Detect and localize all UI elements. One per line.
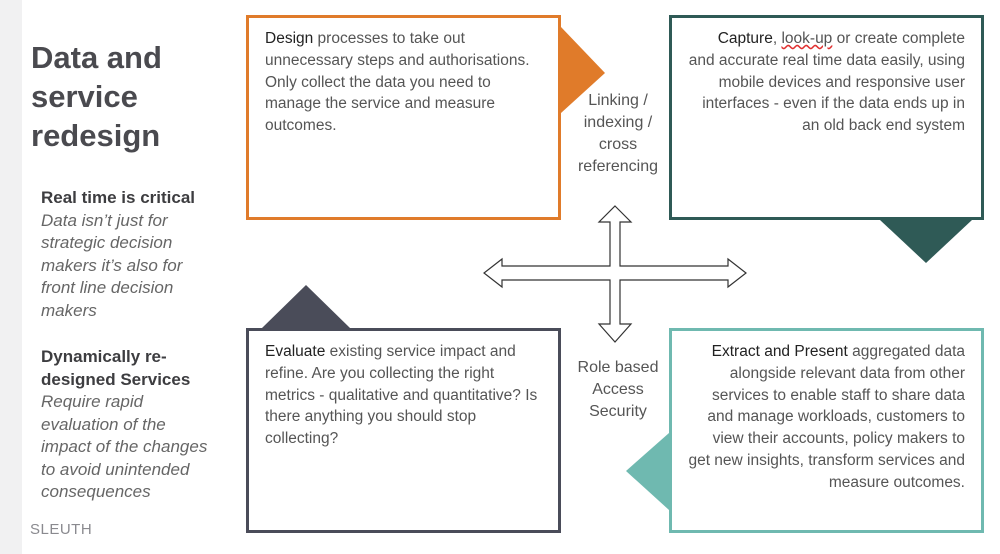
evaluate-pointer-arrow [262, 285, 350, 328]
capture-box: Capture, look-up or create complete and … [669, 15, 984, 220]
side-note-body: Require rapid evaluation of the impact o… [41, 392, 208, 501]
slide-title: Data and service redesign [31, 40, 162, 153]
four-way-arrow-icon [483, 205, 747, 343]
capture-pointer-arrow [880, 220, 972, 263]
capture-text: or create complete and accurate real tim… [688, 30, 965, 135]
left-strip [0, 0, 22, 554]
extract-lead: Extract and Present [711, 343, 848, 360]
look-up-text: look-up [781, 30, 833, 47]
sleuth-logo: SLEUTH [30, 521, 93, 538]
capture-sep: , [772, 30, 782, 47]
design-pointer-arrow [561, 27, 605, 113]
side-note-dynamic: Dynamically re-designed Services Require… [41, 346, 216, 504]
evaluate-box: Evaluate existing service impact and ref… [246, 328, 561, 533]
design-text: processes to take out unnecessary steps … [265, 30, 530, 135]
evaluate-lead: Evaluate [265, 343, 326, 360]
extract-pointer-arrow [626, 433, 669, 510]
evaluate-text: existing service impact and refine. Are … [265, 343, 538, 448]
side-note-body: Data isn’t just for strategic decision m… [41, 210, 183, 320]
extract-text: aggregated data alongside relevant data … [688, 343, 965, 491]
capture-lead: Capture [717, 30, 773, 47]
side-note-real-time: Real time is critical Data isn’t just fo… [41, 187, 216, 322]
role-access-label: Role based Access Security [577, 359, 659, 420]
linking-label: Linking / indexing / cross referencing [577, 92, 659, 175]
side-note-heading: Real time is critical [41, 188, 196, 207]
extract-box: Extract and Present aggregated data alon… [669, 328, 984, 533]
side-note-heading: Dynamically re-designed Services [41, 347, 191, 389]
design-lead: Design [265, 30, 314, 47]
design-box: Design processes to take out unnecessary… [246, 15, 561, 220]
